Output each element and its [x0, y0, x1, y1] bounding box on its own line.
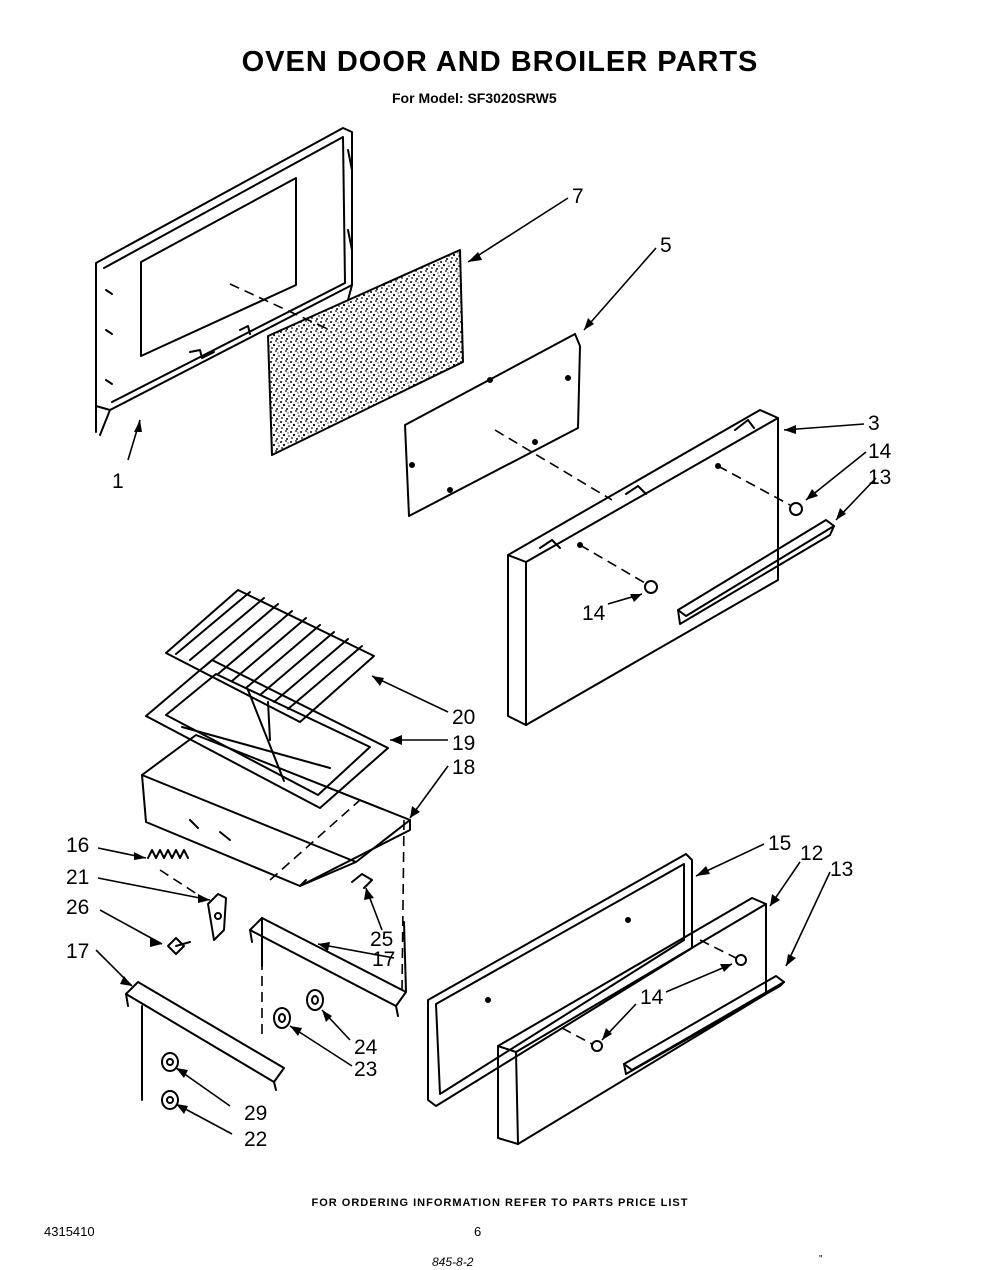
roller-29 [161, 1052, 179, 1072]
model-label: For Model: [392, 90, 464, 106]
handle-spacers [577, 463, 803, 594]
leader-lines [95, 197, 877, 1135]
callout-14-door: 14 [582, 602, 606, 625]
callout-1: 1 [112, 470, 124, 493]
model-line: For Model: SF3020SRW5 [392, 90, 557, 106]
handwritten-note: 845-8-2 [432, 1255, 474, 1269]
callout-7: 7 [572, 185, 584, 208]
callout-21: 21 [66, 866, 89, 889]
corner-tick: " [819, 1254, 823, 1265]
rail-bracket-lower [125, 981, 285, 1101]
insulation-pad [267, 249, 464, 456]
callout-17-lower: 17 [66, 940, 89, 963]
rail-bracket-upper [249, 917, 407, 1017]
page-number: 6 [474, 1224, 482, 1239]
callout-14-upper: 14 [868, 440, 892, 463]
ordering-note: FOR ORDERING INFORMATION REFER TO PARTS … [311, 1197, 689, 1209]
door-handle [677, 519, 835, 625]
broiler-drawer-front [497, 897, 767, 1145]
callout-17-upper: 17 [372, 948, 395, 971]
broiler-drawer-liner [427, 853, 693, 1107]
callout-5: 5 [660, 234, 672, 257]
door-heat-shield [404, 333, 581, 517]
roller-22 [161, 1090, 179, 1110]
callout-16: 16 [66, 834, 89, 857]
clip [351, 873, 373, 889]
callout-19: 19 [452, 732, 475, 755]
drawer-handle [623, 975, 785, 1075]
page-title: OVEN DOOR AND BROILER PARTS [241, 46, 759, 78]
document-number: 4315410 [44, 1224, 95, 1239]
spring [147, 849, 189, 859]
drawer-handle-spacers [591, 954, 747, 1052]
callout-12: 12 [800, 842, 823, 865]
assembly-guides [141, 283, 791, 1100]
broiler-grid [165, 589, 375, 723]
roller-24 [306, 989, 324, 1011]
inner-door-frame [95, 127, 353, 436]
callout-20: 20 [452, 706, 475, 729]
callout-labels: 1 7 5 3 14 13 14 20 19 18 16 21 26 25 17… [66, 185, 892, 1151]
model-number: SF3020SRW5 [467, 90, 557, 106]
callout-3: 3 [868, 412, 880, 435]
roller-23 [273, 1007, 291, 1029]
callout-29: 29 [244, 1102, 267, 1125]
callout-18: 18 [452, 756, 475, 779]
outer-oven-door [507, 409, 779, 726]
callout-13-upper: 13 [868, 466, 891, 489]
callout-26: 26 [66, 896, 89, 919]
callout-23: 23 [354, 1058, 377, 1081]
callout-22: 22 [244, 1128, 267, 1151]
leader-arrowheads [120, 252, 846, 1114]
callout-15: 15 [768, 832, 791, 855]
screw [167, 937, 191, 955]
broiler-pan-insert [145, 659, 389, 809]
callout-25: 25 [370, 928, 393, 951]
callout-24: 24 [354, 1036, 378, 1059]
broiler-latch [207, 893, 227, 941]
broiler-pan [141, 734, 411, 887]
callout-14-lower: 14 [640, 986, 664, 1009]
callout-13-lower: 13 [830, 858, 853, 881]
